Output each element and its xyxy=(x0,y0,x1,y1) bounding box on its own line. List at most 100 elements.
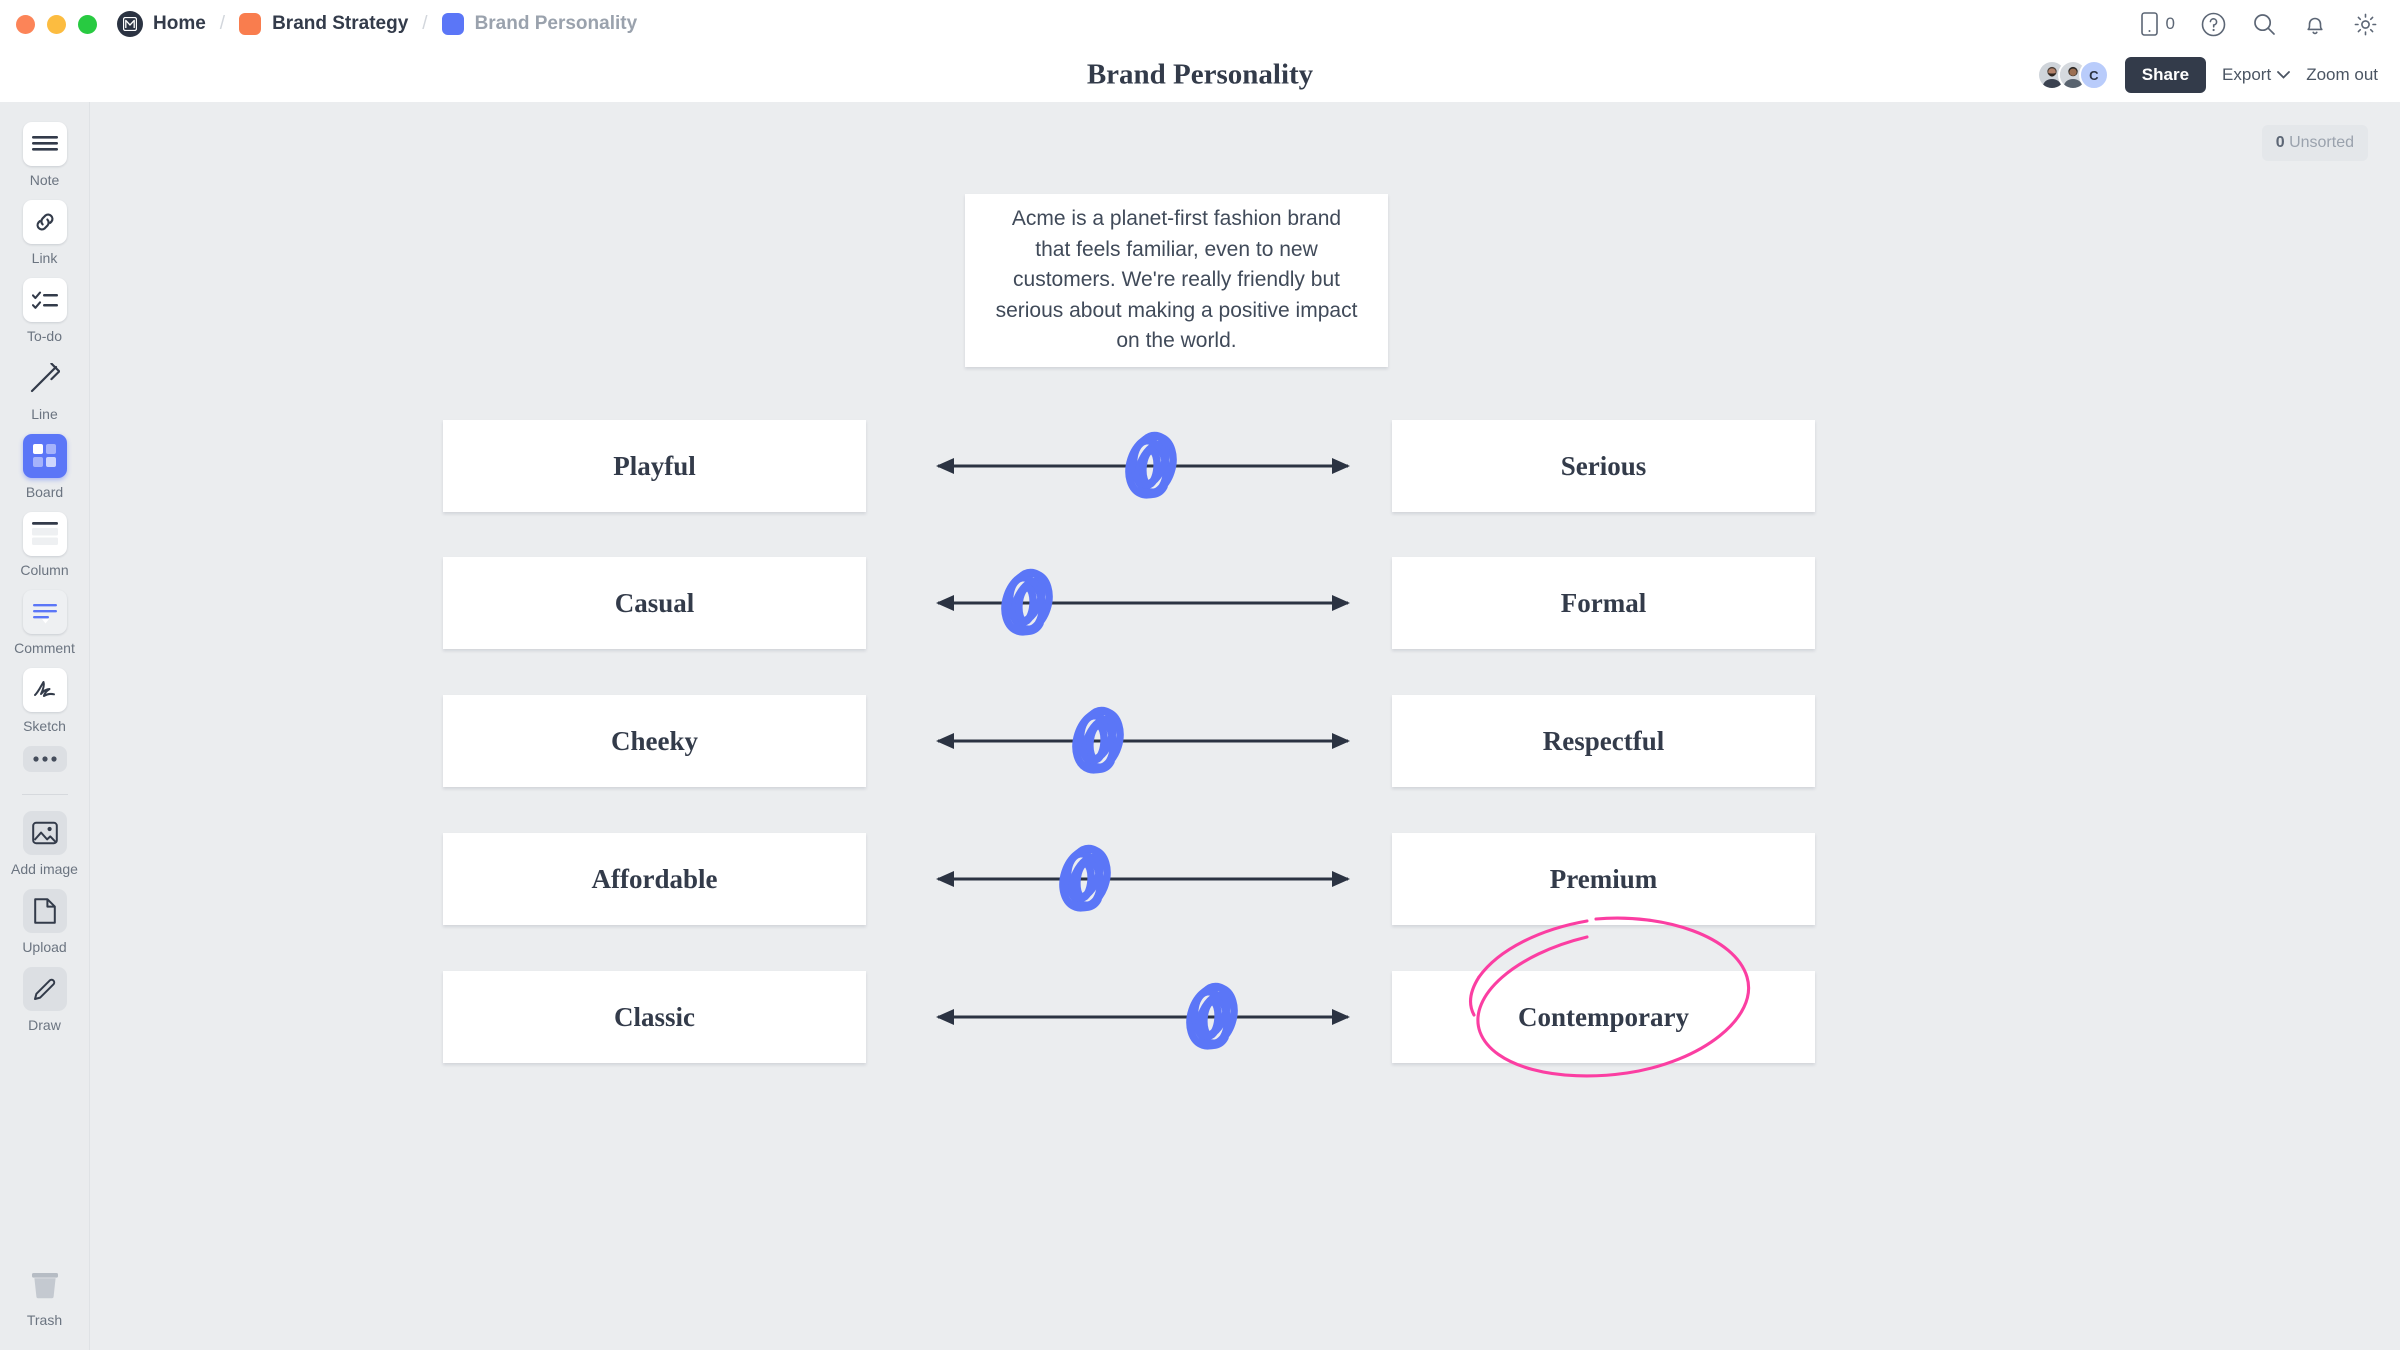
tool-sketch-label: Sketch xyxy=(23,718,66,734)
breadcrumb-separator-2: / xyxy=(422,13,428,34)
tool-column[interactable]: Column xyxy=(0,512,90,578)
toolbar-divider xyxy=(21,794,68,795)
spectrum-right-card[interactable]: Serious xyxy=(1392,420,1815,512)
search-icon[interactable] xyxy=(2252,12,2277,37)
sketch-icon xyxy=(22,668,67,712)
file-icon xyxy=(22,889,67,933)
tool-upload[interactable]: Upload xyxy=(0,889,90,955)
tool-add-image-label: Add image xyxy=(11,861,78,877)
spectrum-right-card[interactable]: Formal xyxy=(1392,557,1815,649)
spectrum-left-card[interactable]: Casual xyxy=(443,557,866,649)
close-window-button[interactable] xyxy=(16,14,35,34)
spectrum-row: Classic Contemporary xyxy=(90,971,2400,1063)
spectrum-axis[interactable] xyxy=(914,557,1372,649)
unsorted-badge[interactable]: 0 Unsorted xyxy=(2261,125,2368,161)
brand-description-note[interactable]: Acme is a planet-first fashion brand tha… xyxy=(965,194,1388,367)
tool-board-label: Board xyxy=(25,484,64,500)
export-button[interactable]: Export xyxy=(2222,65,2291,85)
link-icon xyxy=(22,200,67,244)
spectrum-left-card[interactable]: Affordable xyxy=(443,833,866,925)
spectrum-left-label: Affordable xyxy=(591,863,718,894)
tool-comment[interactable]: Comment xyxy=(0,590,90,656)
top-bar-actions: 0 xyxy=(2140,12,2400,37)
window-controls[interactable] xyxy=(16,14,97,34)
tool-line[interactable]: Line xyxy=(0,356,90,422)
trash-icon xyxy=(23,1262,67,1306)
spectrum-axis[interactable] xyxy=(914,420,1372,512)
spectrum-row: Affordable Premium xyxy=(90,833,2400,925)
tool-todo[interactable]: To-do xyxy=(0,278,90,344)
spectrum-axis[interactable] xyxy=(914,833,1372,925)
spectrum-marker[interactable] xyxy=(1048,834,1122,925)
double-arrow-icon xyxy=(936,1009,1350,1025)
breadcrumb-item-brand-personality[interactable]: Brand Personality xyxy=(441,13,638,35)
tool-add-image[interactable]: Add image xyxy=(0,811,90,877)
note-icon xyxy=(22,122,67,166)
zoom-out-button[interactable]: Zoom out xyxy=(2306,65,2378,84)
settings-icon[interactable] xyxy=(2353,12,2378,37)
share-button[interactable]: Share xyxy=(2124,57,2207,93)
board-header: Brand Personality C xyxy=(0,48,2400,102)
mobile-app-button[interactable]: 0 xyxy=(2140,12,2175,36)
tool-board[interactable]: Board xyxy=(0,434,90,500)
collaborator-avatars[interactable]: C xyxy=(2036,60,2109,90)
tool-draw[interactable]: Draw xyxy=(0,967,90,1033)
spectrum-left-card[interactable]: Playful xyxy=(443,420,866,512)
double-arrow-icon xyxy=(936,595,1350,611)
spectrum-marker[interactable] xyxy=(1114,421,1188,512)
unsorted-label: Unsorted xyxy=(2289,134,2354,151)
tool-more[interactable] xyxy=(0,746,90,772)
board-icon xyxy=(22,434,67,478)
spectrum-right-card[interactable]: Premium xyxy=(1392,833,1815,925)
spectrum-row: Cheeky Respectful xyxy=(90,695,2400,787)
spectrum-right-label: Contemporary xyxy=(1518,1001,1689,1032)
milanote-logo-icon[interactable] xyxy=(117,11,143,37)
spectrum-right-card[interactable]: Contemporary xyxy=(1392,971,1815,1063)
notifications-icon[interactable] xyxy=(2303,12,2327,37)
chevron-down-icon xyxy=(2277,71,2291,79)
position-marker-icon xyxy=(1058,844,1111,912)
tool-upload-label: Upload xyxy=(22,939,67,955)
spectrum-left-card[interactable]: Cheeky xyxy=(443,695,866,787)
spectrum-right-label: Respectful xyxy=(1542,725,1665,756)
export-label: Export xyxy=(2222,65,2272,84)
avatar-initial[interactable]: C xyxy=(2078,60,2109,90)
tool-note[interactable]: Note xyxy=(0,122,90,188)
tool-draw-label: Draw xyxy=(28,1017,61,1033)
comment-icon xyxy=(22,590,67,634)
breadcrumb-separator: / xyxy=(219,13,226,34)
top-bar: Home / Brand Strategy / Brand Personalit… xyxy=(0,0,2400,48)
spectrum-right-card[interactable]: Respectful xyxy=(1392,695,1815,787)
help-icon[interactable] xyxy=(2201,12,2226,37)
spectrum-marker[interactable] xyxy=(990,558,1064,649)
position-marker-icon xyxy=(1072,706,1124,774)
image-icon xyxy=(22,811,67,855)
board-canvas[interactable]: 0 Unsorted Acme is a planet-first fashio… xyxy=(90,102,2400,1350)
maximize-window-button[interactable] xyxy=(78,14,97,34)
double-arrow-icon xyxy=(936,733,1350,749)
brand-description-text: Acme is a planet-first fashion brand tha… xyxy=(995,207,1358,353)
page-title: Brand Personality xyxy=(1086,58,1314,91)
tool-todo-label: To-do xyxy=(26,328,63,344)
board-actions: C Share Export Zoom out xyxy=(2036,57,2378,93)
spectrum-axis[interactable] xyxy=(914,971,1372,1063)
spectrum-left-label: Playful xyxy=(613,450,696,481)
breadcrumb-brand-personality-label: Brand Personality xyxy=(474,13,638,34)
spectrum-row: Casual Formal xyxy=(90,557,2400,649)
tool-sketch[interactable]: Sketch xyxy=(0,668,90,734)
position-marker-icon xyxy=(1000,568,1053,636)
spectrum-marker[interactable] xyxy=(1175,972,1249,1063)
mobile-count-label: 0 xyxy=(2165,14,2175,33)
tool-comment-label: Comment xyxy=(14,640,75,656)
tool-column-label: Column xyxy=(20,562,69,578)
spectrum-left-card[interactable]: Classic xyxy=(443,971,866,1063)
breadcrumb-item-home[interactable]: Home xyxy=(153,13,206,35)
tool-trash[interactable]: Trash xyxy=(0,1262,90,1328)
spectrum-marker[interactable] xyxy=(1061,696,1135,787)
breadcrumb-item-brand-strategy[interactable]: Brand Strategy xyxy=(239,13,408,35)
minimize-window-button[interactable] xyxy=(47,14,66,34)
tool-line-label: Line xyxy=(31,406,58,422)
todo-icon xyxy=(22,278,67,322)
tool-link[interactable]: Link xyxy=(0,200,90,266)
spectrum-axis[interactable] xyxy=(914,695,1372,787)
